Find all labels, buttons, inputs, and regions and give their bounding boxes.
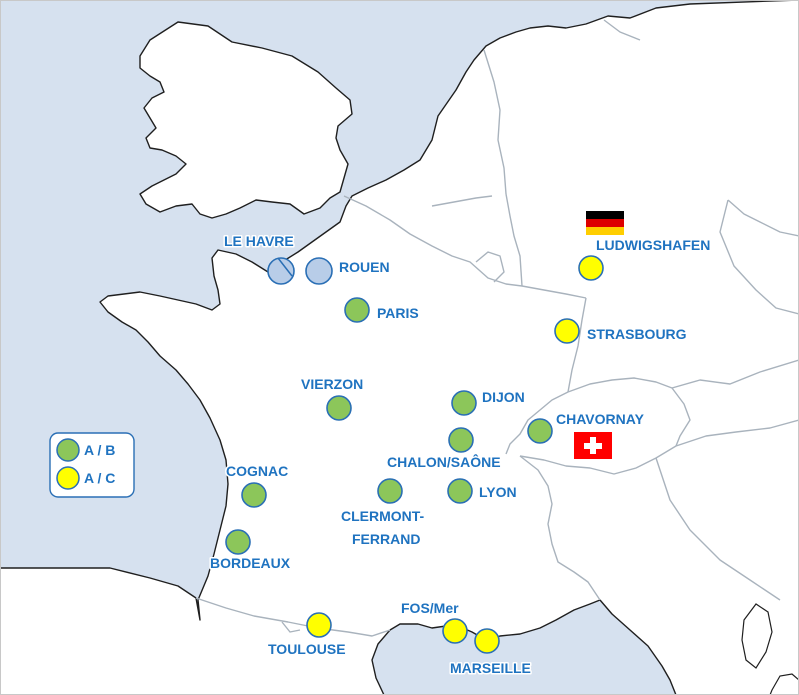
- marker-chavornay[interactable]: [527, 418, 553, 444]
- legend-label-ab: A / B: [84, 442, 115, 458]
- label-chavornay: CHAVORNAY: [556, 411, 645, 427]
- label-ludwigshafen: LUDWIGSHAFEN: [596, 237, 710, 253]
- site-markers: [225, 255, 604, 654]
- corsica: [741, 603, 773, 669]
- legend: A / B A / C: [49, 432, 135, 498]
- label-clermont-ferrand-line1: CLERMONT-: [341, 508, 425, 524]
- marker-dijon[interactable]: [451, 390, 477, 416]
- label-clermont-ferrand-line2: FERRAND: [352, 531, 420, 547]
- label-marseille: MARSEILLE: [450, 660, 531, 676]
- legend-label-ac: A / C: [84, 470, 115, 486]
- marker-fos-mer[interactable]: [442, 618, 468, 644]
- marker-paris[interactable]: [344, 297, 370, 323]
- label-fos-mer: FOS/Mer: [401, 600, 459, 616]
- great-britain: [139, 21, 353, 219]
- marker-marseille[interactable]: [474, 628, 500, 654]
- marker-strasbourg[interactable]: [554, 318, 580, 344]
- label-rouen: ROUEN: [339, 259, 390, 275]
- marker-le-havre[interactable]: [267, 257, 295, 285]
- label-dijon: DIJON: [482, 389, 525, 405]
- marker-rouen[interactable]: [305, 257, 333, 285]
- germany-flag-icon: [586, 211, 624, 235]
- site-labels: LE HAVRE ROUEN PARIS VIERZON DIJON CHALO…: [209, 232, 712, 678]
- legend-swatch-ab: [56, 438, 80, 462]
- sardinia: [769, 673, 799, 695]
- label-chalon-saone: CHALON/SAÔNE: [387, 453, 501, 470]
- marker-cognac[interactable]: [241, 482, 267, 508]
- label-bordeaux: BORDEAUX: [210, 555, 291, 571]
- label-toulouse: TOULOUSE: [268, 641, 346, 657]
- marker-bordeaux[interactable]: [225, 529, 251, 555]
- marker-clermont-ferrand[interactable]: [377, 478, 403, 504]
- label-paris: PARIS: [377, 305, 419, 321]
- label-cognac: COGNAC: [226, 463, 288, 479]
- marker-chalon-saone[interactable]: [448, 427, 474, 453]
- national-borders: [195, 19, 799, 637]
- label-le-havre: LE HAVRE: [224, 233, 294, 249]
- marker-toulouse[interactable]: [306, 612, 332, 638]
- marker-lyon[interactable]: [447, 478, 473, 504]
- switzerland-flag-icon: [574, 432, 612, 459]
- marker-vierzon[interactable]: [326, 395, 352, 421]
- label-vierzon: VIERZON: [301, 376, 363, 392]
- le-havre-coast-line: [277, 257, 293, 277]
- label-strasbourg: STRASBOURG: [587, 326, 687, 342]
- label-lyon: LYON: [479, 484, 517, 500]
- legend-swatch-ac: [56, 466, 80, 490]
- marker-ludwigshafen[interactable]: [578, 255, 604, 281]
